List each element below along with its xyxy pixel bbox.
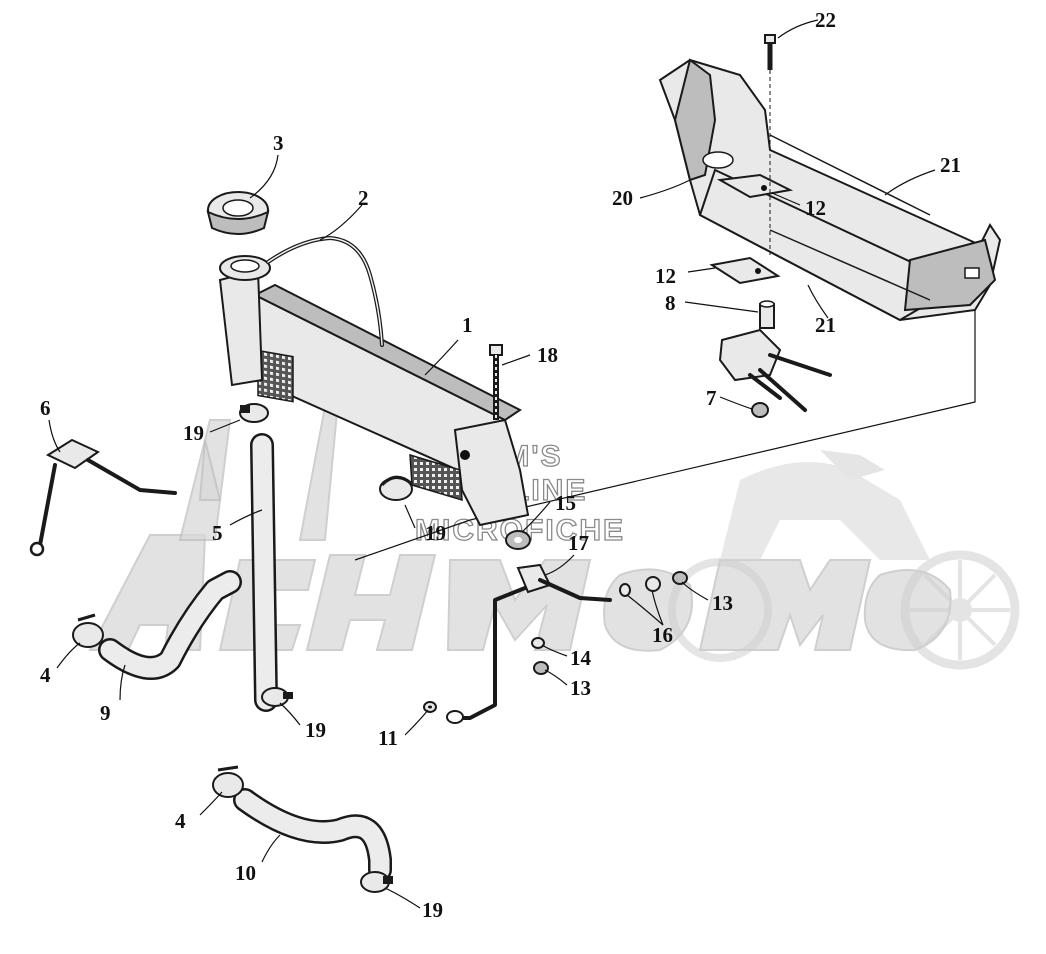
washers-16 <box>619 576 661 597</box>
hose-clamp-19-lower <box>261 687 293 707</box>
callout-2: 2 <box>358 186 369 210</box>
callout-19-mid: 19 <box>425 521 446 545</box>
callout-21-upper: 21 <box>940 153 961 177</box>
callout-10: 10 <box>235 861 256 885</box>
leader-lines <box>48 19 936 909</box>
hose-10 <box>233 788 392 882</box>
radiator-fins-left <box>257 349 294 403</box>
watermark-logo <box>88 379 952 652</box>
spacer-8 <box>759 300 775 329</box>
radiator-left-tank <box>218 268 264 387</box>
callout-20: 20 <box>612 186 633 210</box>
hose-clamp-4-upper <box>72 613 104 648</box>
nut-7 <box>751 402 769 418</box>
watermark-motorcycle <box>668 450 1020 670</box>
hose-9 <box>98 570 242 680</box>
callout-18: 18 <box>537 343 558 367</box>
radiator-fins-right <box>409 453 463 502</box>
plate-12-upper <box>716 173 794 199</box>
watermark: LSM'S ONLINE MICROFICHE <box>88 379 1020 670</box>
mounting-bracket-20 <box>658 58 1002 322</box>
radiator-bolt-hole <box>460 450 470 460</box>
callout-9: 9 <box>100 701 111 725</box>
callout-13-lower: 13 <box>570 676 591 700</box>
assembly-reference-line <box>469 290 976 521</box>
callout-12-lower: 12 <box>655 264 676 288</box>
overflow-hose <box>266 236 384 347</box>
hose-clamp-19-bottom <box>360 871 393 893</box>
hose-clamp-19-top <box>239 403 269 423</box>
hose-5 <box>250 433 278 712</box>
callout-21-lower: 21 <box>815 313 836 337</box>
callout-17: 17 <box>568 531 589 555</box>
hose-clamp-19-mid <box>379 475 413 501</box>
callout-22: 22 <box>815 8 836 32</box>
callout-5: 5 <box>212 521 223 545</box>
support-bracket-17 <box>446 563 612 724</box>
filler-neck <box>219 255 271 281</box>
callout-4-lower: 4 <box>175 809 186 833</box>
callout-12-upper: 12 <box>805 196 826 220</box>
nut-13-lower <box>533 661 549 675</box>
callout-4-upper: 4 <box>40 663 51 687</box>
assembly-reference-line-2 <box>354 519 471 561</box>
callout-14: 14 <box>570 646 592 670</box>
bolt-18 <box>489 344 503 420</box>
callout-6: 6 <box>40 396 51 420</box>
washer-11 <box>423 701 437 713</box>
callout-19-top: 19 <box>183 421 204 445</box>
screw-22 <box>764 34 776 255</box>
plate-12-lower <box>709 256 781 285</box>
bracket-6 <box>29 438 177 557</box>
callout-1: 1 <box>462 313 473 337</box>
callout-3: 3 <box>273 131 284 155</box>
callout-13-upper: 13 <box>712 591 733 615</box>
callout-16: 16 <box>652 623 673 647</box>
nut-13-upper <box>672 571 688 585</box>
callout-19-lower: 19 <box>305 718 326 742</box>
hose-clamp-4-lower <box>212 765 244 798</box>
callout-15: 15 <box>555 491 576 515</box>
radiator-cap <box>206 191 270 235</box>
radiator-right-tank <box>453 418 530 527</box>
washer-14 <box>531 637 545 649</box>
callout-8: 8 <box>665 291 676 315</box>
regulator <box>718 328 832 412</box>
callout-labels: 1 2 3 4 4 5 6 7 8 9 10 11 12 12 13 13 14… <box>40 8 961 922</box>
radiator <box>218 268 530 527</box>
callout-11: 11 <box>378 726 398 750</box>
callout-7: 7 <box>706 386 717 410</box>
callout-19-bottom: 19 <box>422 898 443 922</box>
grommet-15 <box>505 530 531 550</box>
